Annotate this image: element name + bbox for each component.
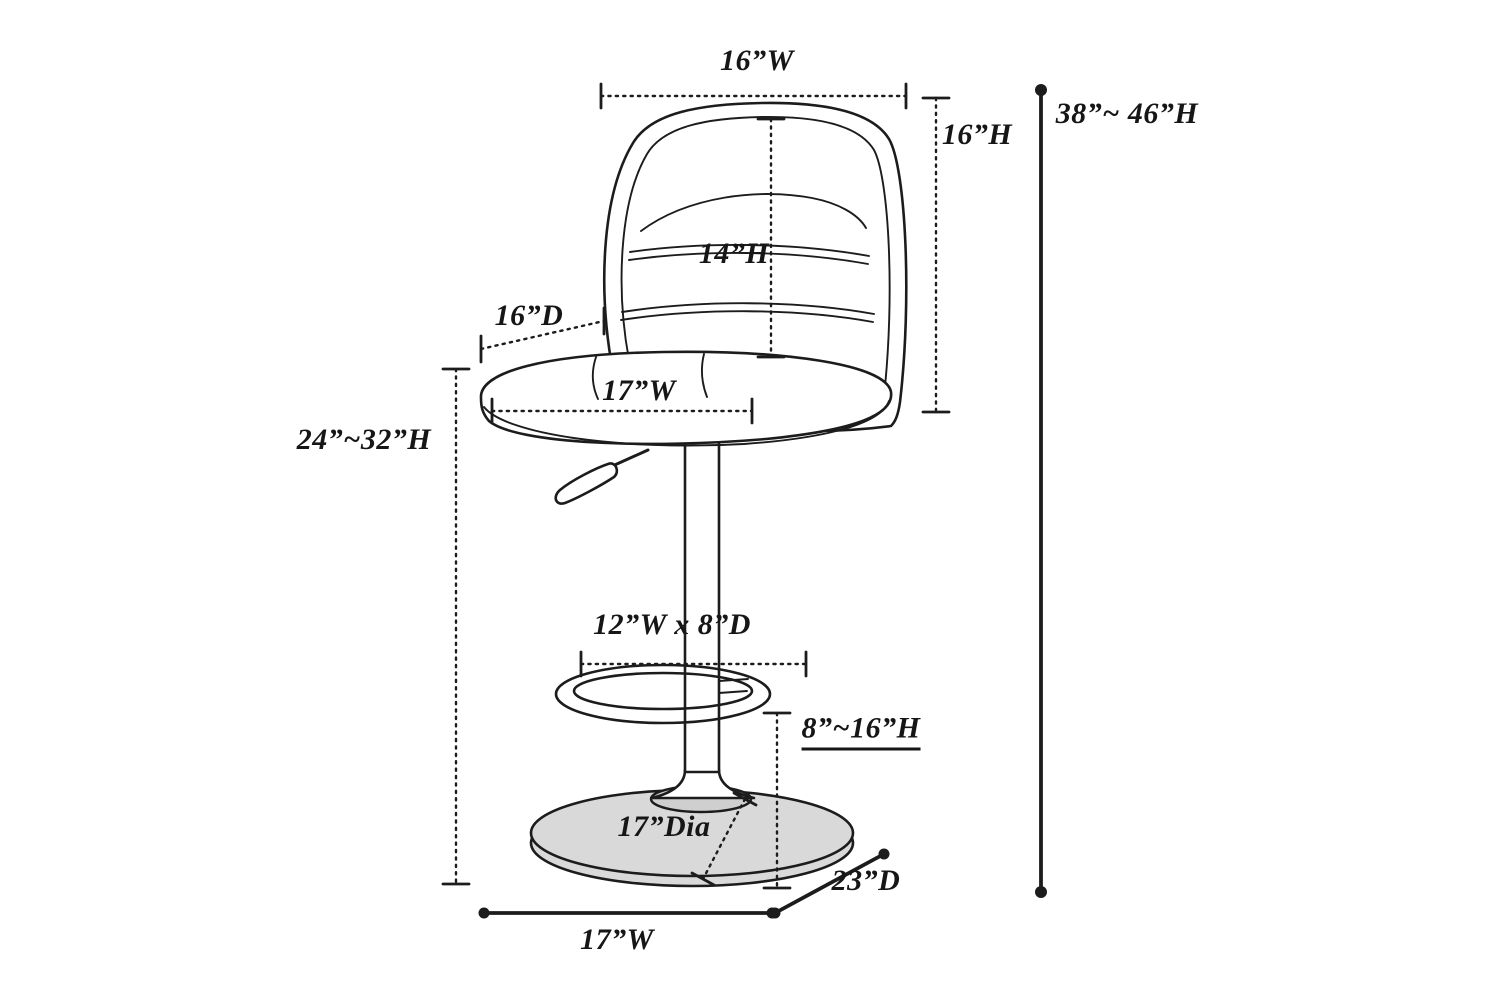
footrest-ring [554, 663, 772, 725]
lever-handle [554, 462, 619, 505]
footrest-inner [572, 671, 754, 711]
dim-label-footrest-size: 12”W x 8”D [593, 608, 751, 641]
dim-top-width [599, 82, 908, 110]
seat-outer [479, 350, 893, 446]
dim-label-back-cushion-height: 14”H [698, 237, 770, 270]
column-flare [650, 768, 756, 800]
dim-overall-height [1035, 84, 1047, 898]
dim-footrest-size [579, 650, 808, 678]
dim-label-backrest-height: 16”H [941, 118, 1013, 151]
backrest [602, 101, 908, 433]
dim-seat-height [441, 367, 471, 886]
column-shaft [683, 438, 721, 774]
dim-back-cushion-height [756, 117, 786, 359]
stool-drawing [479, 101, 908, 888]
dim-base-diameter [690, 791, 758, 887]
dim-label-top-width: 16”W [720, 44, 794, 77]
dim-label-seat-width: 17”W [602, 374, 676, 407]
seat-tuft-right [700, 353, 708, 398]
seat [479, 350, 893, 447]
base [529, 784, 855, 888]
dim-base-width [478, 907, 778, 919]
backrest-seam-mid-a [629, 244, 870, 257]
gas-lift-lever [554, 448, 650, 505]
dim-label-base-depth: 23”D [831, 864, 901, 897]
pedestal-column [650, 438, 756, 800]
backrest-seam-low-a [621, 302, 875, 315]
dimension-lines [441, 82, 1047, 919]
footrest-bracket [718, 678, 749, 694]
dim-footrest-height [762, 711, 792, 890]
dim-label-overall-height: 38”~ 46”H [1055, 97, 1199, 130]
dim-label-seat-depth: 16”D [494, 299, 564, 332]
dim-label-footrest-height: 8”~16”H [801, 712, 921, 751]
backrest-seam-top [640, 193, 867, 232]
backrest-inner-line [620, 116, 891, 397]
dim-label-base-diameter: 17”Dia [617, 810, 711, 843]
seat-piping [483, 400, 890, 447]
backrest-seam-low-b [620, 310, 874, 323]
dim-seat-width [490, 397, 754, 425]
backrest-seam-mid-b [628, 252, 869, 265]
dim-label-seat-height: 24”~32”H [296, 423, 432, 456]
dim-backrest-height [921, 96, 951, 414]
seat-tuft-left [591, 356, 599, 400]
dim-label-base-width: 17”W [580, 923, 654, 956]
dim-seat-depth [479, 306, 606, 364]
